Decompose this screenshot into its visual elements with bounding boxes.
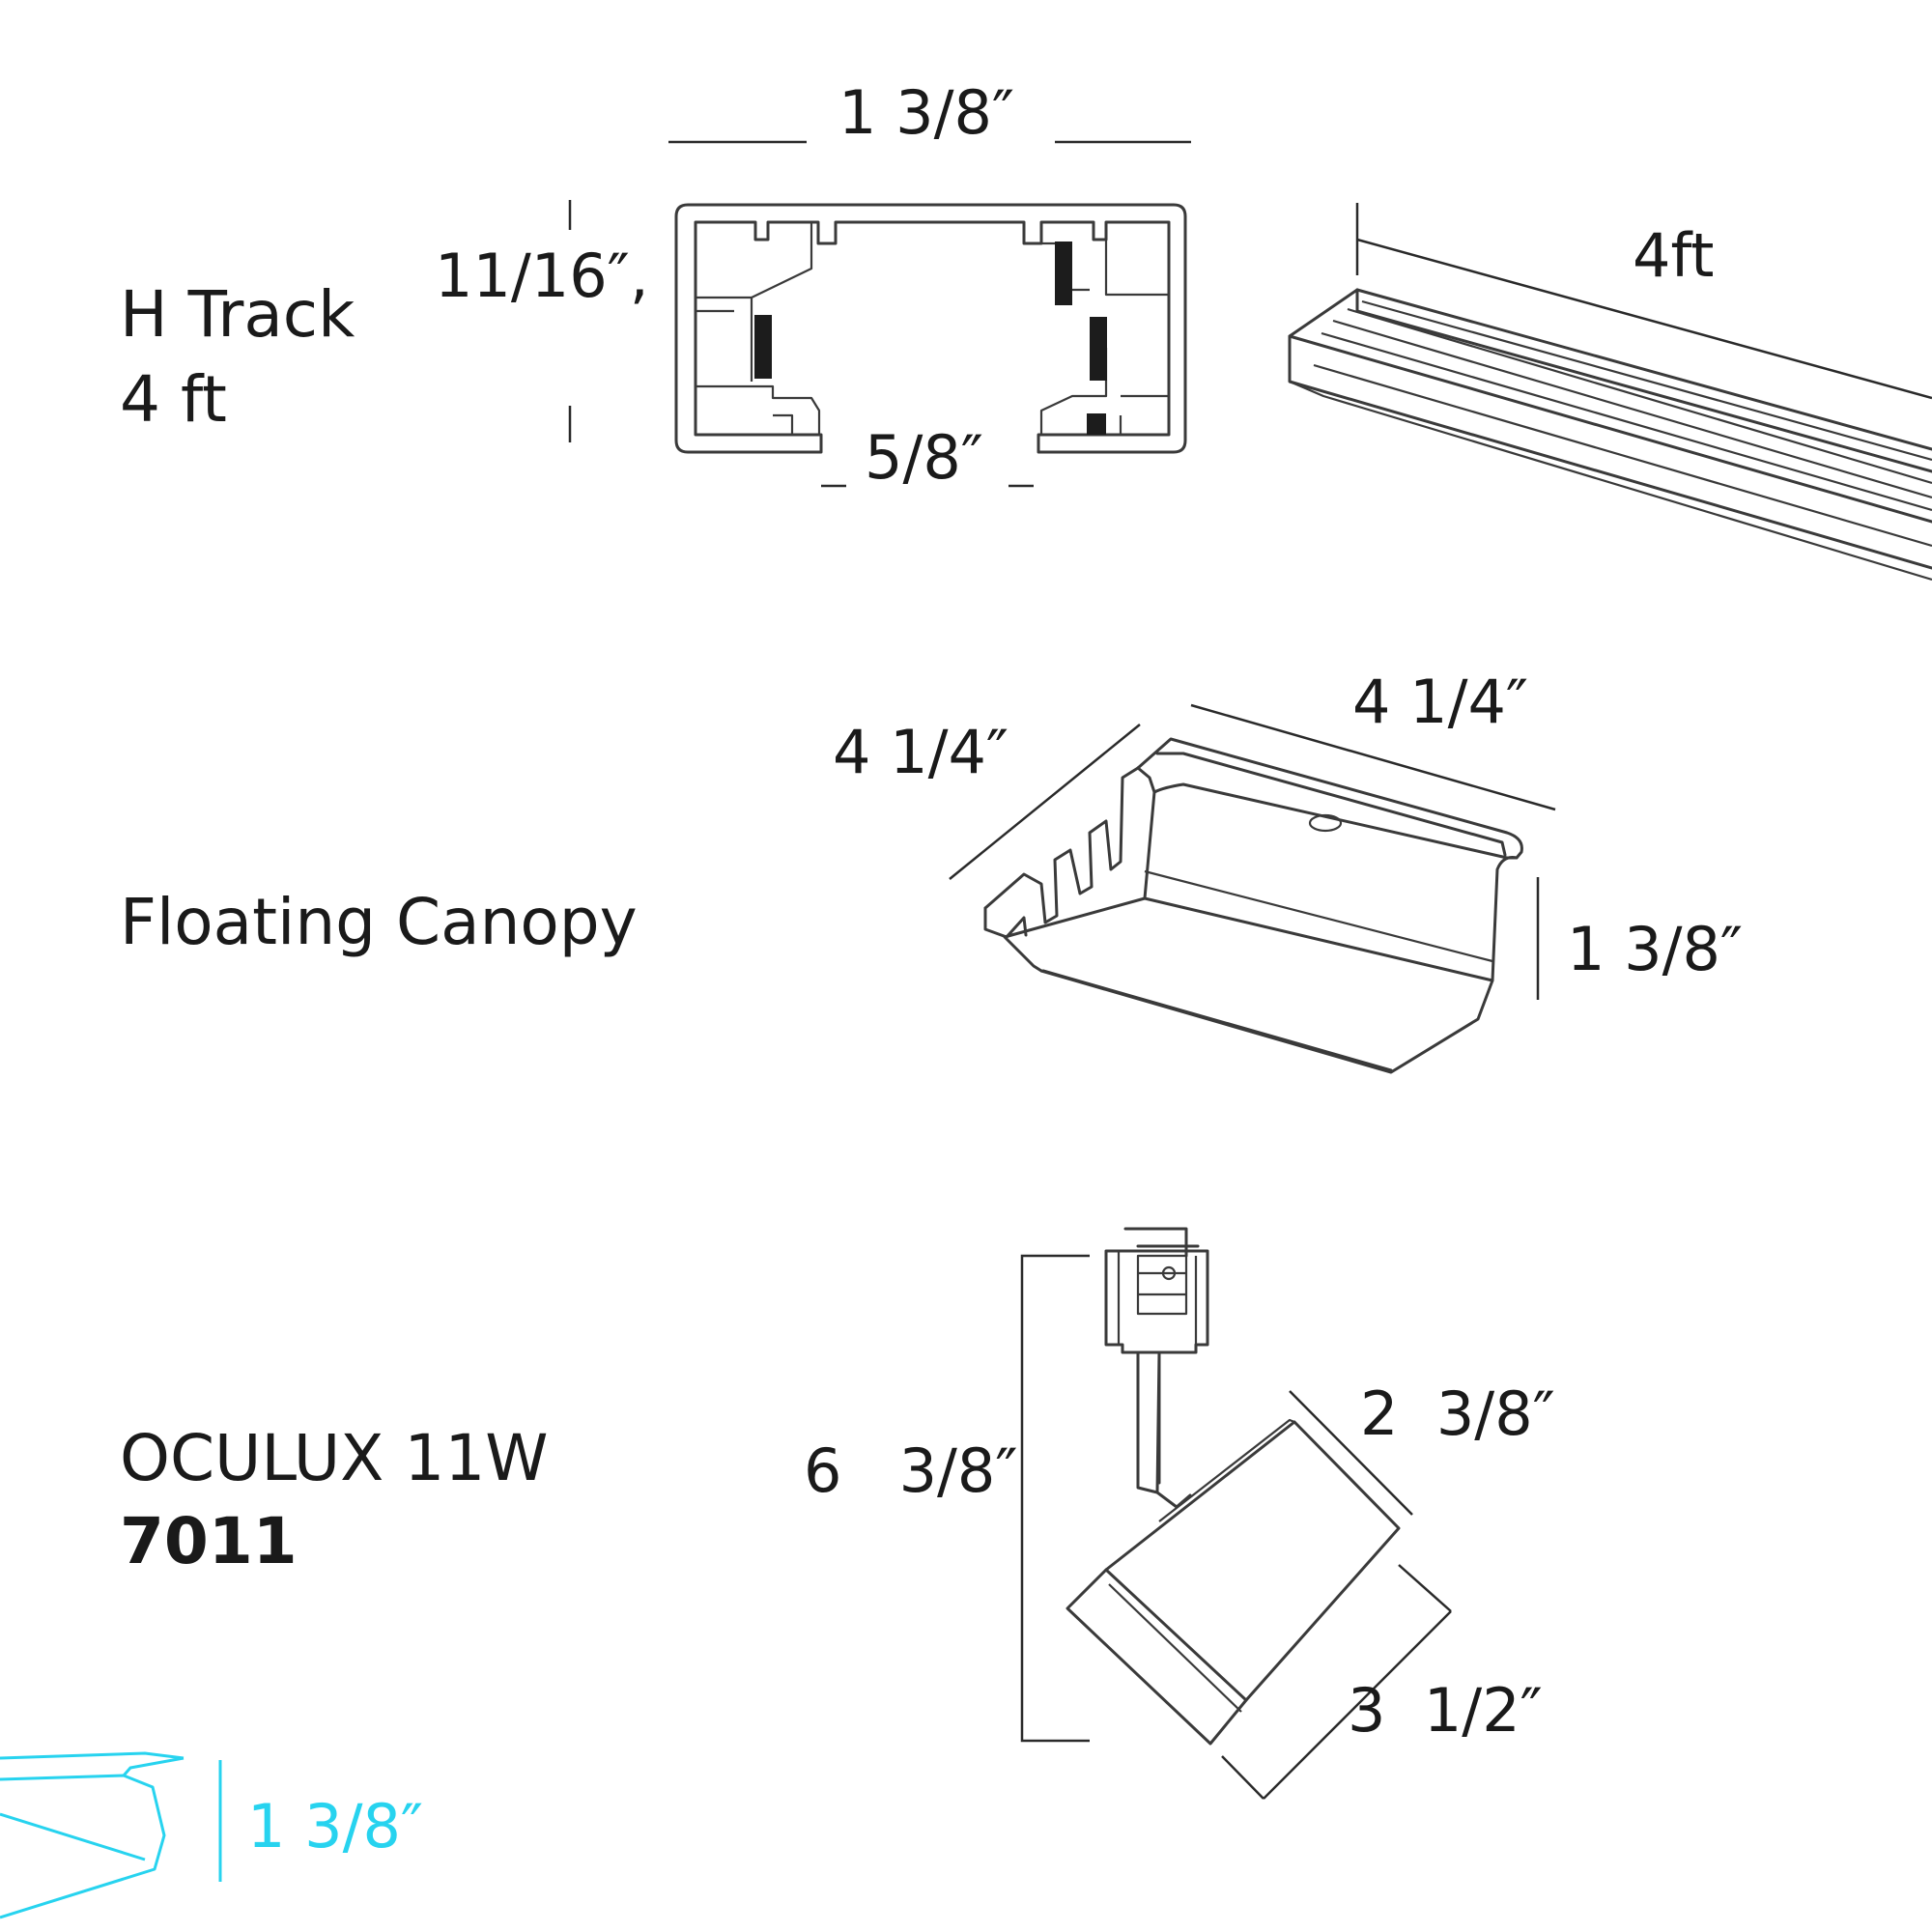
dim-canopy-height: 1 3/8″ [1567, 914, 1744, 984]
dim-htrack-width: 1 3/8″ [838, 77, 1015, 148]
dim-htrack-height: 11/16″, [435, 241, 649, 311]
oculux-code: 7011 [120, 1504, 298, 1578]
dim-oculux-head-length: 3 1/2″ [1348, 1675, 1543, 1746]
dim-oculux-height: 6 3/8″ [804, 1435, 1018, 1506]
oculux-drawing [1020, 1227, 1452, 1800]
canopy-drawing [949, 703, 1556, 1074]
htrack-length-label: 4 ft [120, 362, 227, 437]
dim-canopy-width-right: 4 1/4″ [1352, 667, 1529, 737]
oculux-name: OCULUX 11W [120, 1421, 549, 1495]
dim-oculux-head-width: 2 3/8″ [1360, 1378, 1555, 1449]
canopy-name: Floating Canopy [120, 885, 638, 959]
dim-partial-height: 1 3/8″ [247, 1791, 424, 1861]
dim-canopy-width-left: 4 1/4″ [833, 717, 1009, 787]
dim-htrack-slot: 5/8″ [865, 422, 983, 493]
partial-canopy-cyan [0, 1751, 222, 1919]
htrack-cross-section [568, 140, 1191, 488]
dim-htrack-length: 4ft [1633, 220, 1715, 291]
htrack-name: H Track [120, 277, 355, 352]
htrack-perspective [1288, 203, 1932, 582]
